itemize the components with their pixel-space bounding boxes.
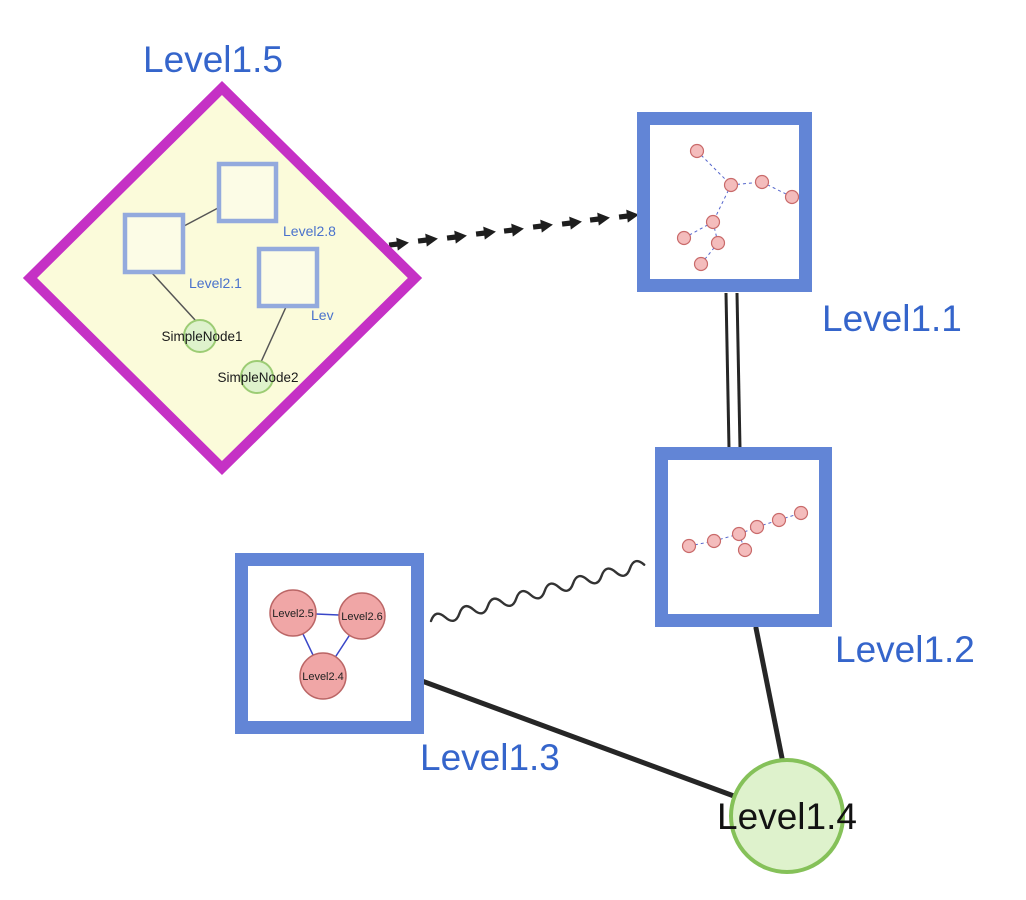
- edge-level15-level11[interactable]: [388, 208, 640, 252]
- arrow-dash: [589, 211, 611, 227]
- mini-node[interactable]: [754, 174, 770, 190]
- edge-level2x-simplenode2: [260, 306, 287, 363]
- node-level13-label: Level1.3: [420, 737, 560, 778]
- node-level26[interactable]: [338, 592, 386, 640]
- node-level15-label: Level1.5: [143, 39, 283, 80]
- edge-level13-level12[interactable]: [429, 559, 646, 626]
- node-level11[interactable]: [637, 112, 812, 292]
- arrow-dash: [475, 225, 497, 241]
- mini-node[interactable]: [710, 235, 726, 251]
- mini-node[interactable]: [731, 526, 747, 542]
- mini-node[interactable]: [723, 177, 739, 193]
- node-level2x[interactable]: [256, 246, 320, 309]
- edge-level28-level21: [183, 207, 219, 227]
- edge-level21-simplenode1: [151, 272, 197, 322]
- wavy-edge-path: [429, 559, 646, 623]
- mini-node[interactable]: [705, 214, 721, 230]
- mini-node[interactable]: [737, 542, 753, 558]
- node-level14[interactable]: [729, 758, 845, 874]
- level15-diamond-shape[interactable]: [22, 80, 423, 476]
- node-level28[interactable]: [216, 161, 279, 224]
- node-level26-label: Level2.6: [341, 611, 383, 623]
- level12-inner-graph: [681, 505, 809, 558]
- mini-edge: [713, 533, 740, 542]
- node-simplenode1[interactable]: [183, 319, 217, 353]
- mini-node[interactable]: [793, 505, 809, 521]
- mini-node[interactable]: [749, 519, 765, 535]
- node-simplenode2-label: SimpleNode2: [217, 370, 298, 385]
- node-level25[interactable]: [269, 589, 317, 637]
- mini-edge: [696, 150, 732, 186]
- mini-node[interactable]: [693, 256, 709, 272]
- double-edge-line: [724, 292, 731, 449]
- node-level12-label: Level1.2: [835, 629, 975, 670]
- node-level11-label: Level1.1: [822, 298, 962, 339]
- mini-node[interactable]: [784, 189, 800, 205]
- arrow-dash: [503, 222, 525, 238]
- node-level24[interactable]: [299, 652, 347, 700]
- double-edge-line: [735, 292, 742, 449]
- mini-edge: [688, 540, 715, 547]
- arrow-dash: [618, 208, 640, 224]
- node-simplenode2[interactable]: [240, 360, 274, 394]
- node-level15-group[interactable]: Level2.8 Level2.1 Lev SimpleNode1 Simple…: [22, 80, 423, 476]
- level13-box[interactable]: [235, 553, 424, 734]
- node-level13[interactable]: Level2.5 Level2.6 Level2.4: [235, 553, 424, 734]
- mini-node[interactable]: [676, 230, 692, 246]
- node-level12[interactable]: [655, 447, 832, 627]
- node-level2x-label: Lev: [311, 307, 334, 323]
- edge-level12-level14[interactable]: [753, 625, 786, 766]
- edge-level13-level14[interactable]: [419, 678, 745, 802]
- mini-node[interactable]: [771, 512, 787, 528]
- arrow-dash: [561, 215, 583, 231]
- arrow-dash: [532, 218, 554, 234]
- mini-node[interactable]: [681, 538, 697, 554]
- mini-node[interactable]: [689, 143, 705, 159]
- mini-edge: [700, 242, 719, 265]
- level11-box[interactable]: [637, 112, 812, 292]
- level11-inner-graph: [676, 143, 800, 272]
- node-level24-label: Level2.4: [302, 671, 344, 683]
- node-simplenode1-label: SimpleNode1: [161, 329, 242, 344]
- arrow-dash: [417, 232, 439, 248]
- node-level21-label: Level2.1: [189, 275, 242, 291]
- arrow-dash: [446, 229, 468, 245]
- node-level28-label: Level2.8: [283, 223, 336, 239]
- node-level21[interactable]: [122, 212, 186, 275]
- mini-node[interactable]: [706, 533, 722, 549]
- node-level25-label: Level2.5: [272, 608, 314, 620]
- level13-inner-graph: Level2.5 Level2.6 Level2.4: [269, 589, 386, 700]
- node-level14-label: Level1.4: [717, 796, 857, 837]
- edge-level11-level12[interactable]: [724, 292, 742, 449]
